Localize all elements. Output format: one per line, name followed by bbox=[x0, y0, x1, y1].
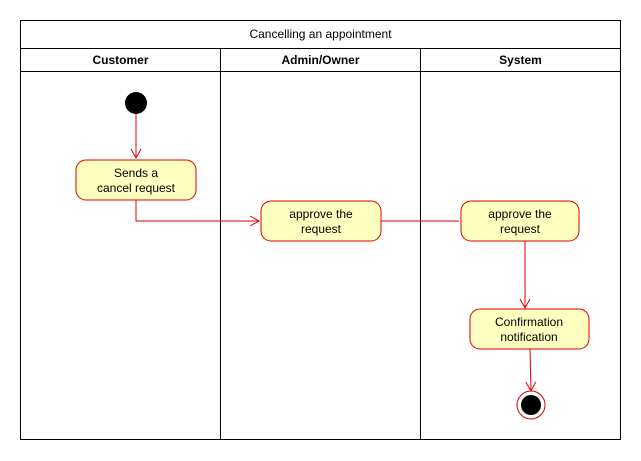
final-node bbox=[521, 395, 541, 415]
lane-title-system: System bbox=[499, 53, 542, 67]
action-confirmation-notification-line1: Confirmation bbox=[495, 315, 563, 329]
action-send-cancel-request-line2: cancel request bbox=[97, 181, 176, 195]
initial-node bbox=[125, 92, 147, 114]
lane-title-customer: Customer bbox=[92, 53, 148, 67]
action-system-approve-request bbox=[460, 200, 580, 242]
action-send-cancel-request bbox=[75, 159, 197, 201]
pool-title: Cancelling an appointment bbox=[249, 27, 392, 41]
action-confirmation-notification-line2: notification bbox=[500, 330, 557, 344]
lane-title-admin-owner: Admin/Owner bbox=[281, 53, 359, 67]
action-admin-approve-request bbox=[260, 200, 382, 242]
flow-confirmation-to-final bbox=[525, 348, 537, 393]
action-confirmation-notification bbox=[469, 308, 590, 350]
action-admin-approve-request-line1: approve the bbox=[289, 207, 353, 221]
action-system-approve-request-line1: approve the bbox=[488, 207, 552, 221]
flow-send-request-to-admin-approve bbox=[135, 200, 261, 227]
action-send-cancel-request-line1: Sends a bbox=[114, 166, 158, 180]
action-admin-approve-request-line2: request bbox=[301, 222, 342, 236]
action-system-approve-request-line2: request bbox=[500, 222, 541, 236]
